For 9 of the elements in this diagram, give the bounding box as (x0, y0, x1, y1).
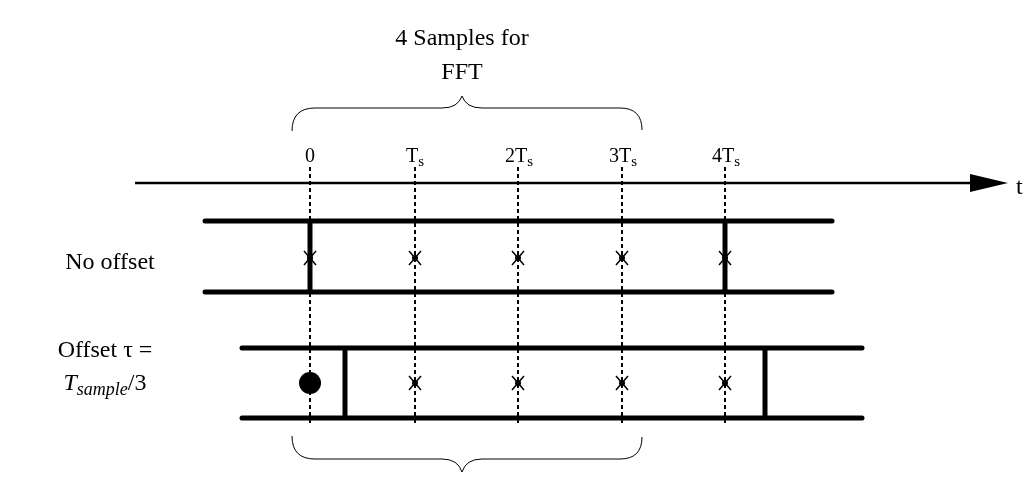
axis-label: t (1016, 172, 1024, 201)
tick-label: 4T$_{s}$ (710, 143, 742, 170)
tick-label: 0 (304, 143, 316, 168)
row-label: No offset (64, 247, 156, 276)
brace-caption: 4 Samples for FFT (394, 23, 530, 86)
tick-label: T$_{s}$ (404, 143, 426, 170)
row-label: Offset τ = T$_{sample}$/3 (56, 335, 154, 399)
tick-label: 2T$_{s}$ (503, 143, 535, 170)
tick-label: 3T$_{s}$ (607, 143, 639, 170)
